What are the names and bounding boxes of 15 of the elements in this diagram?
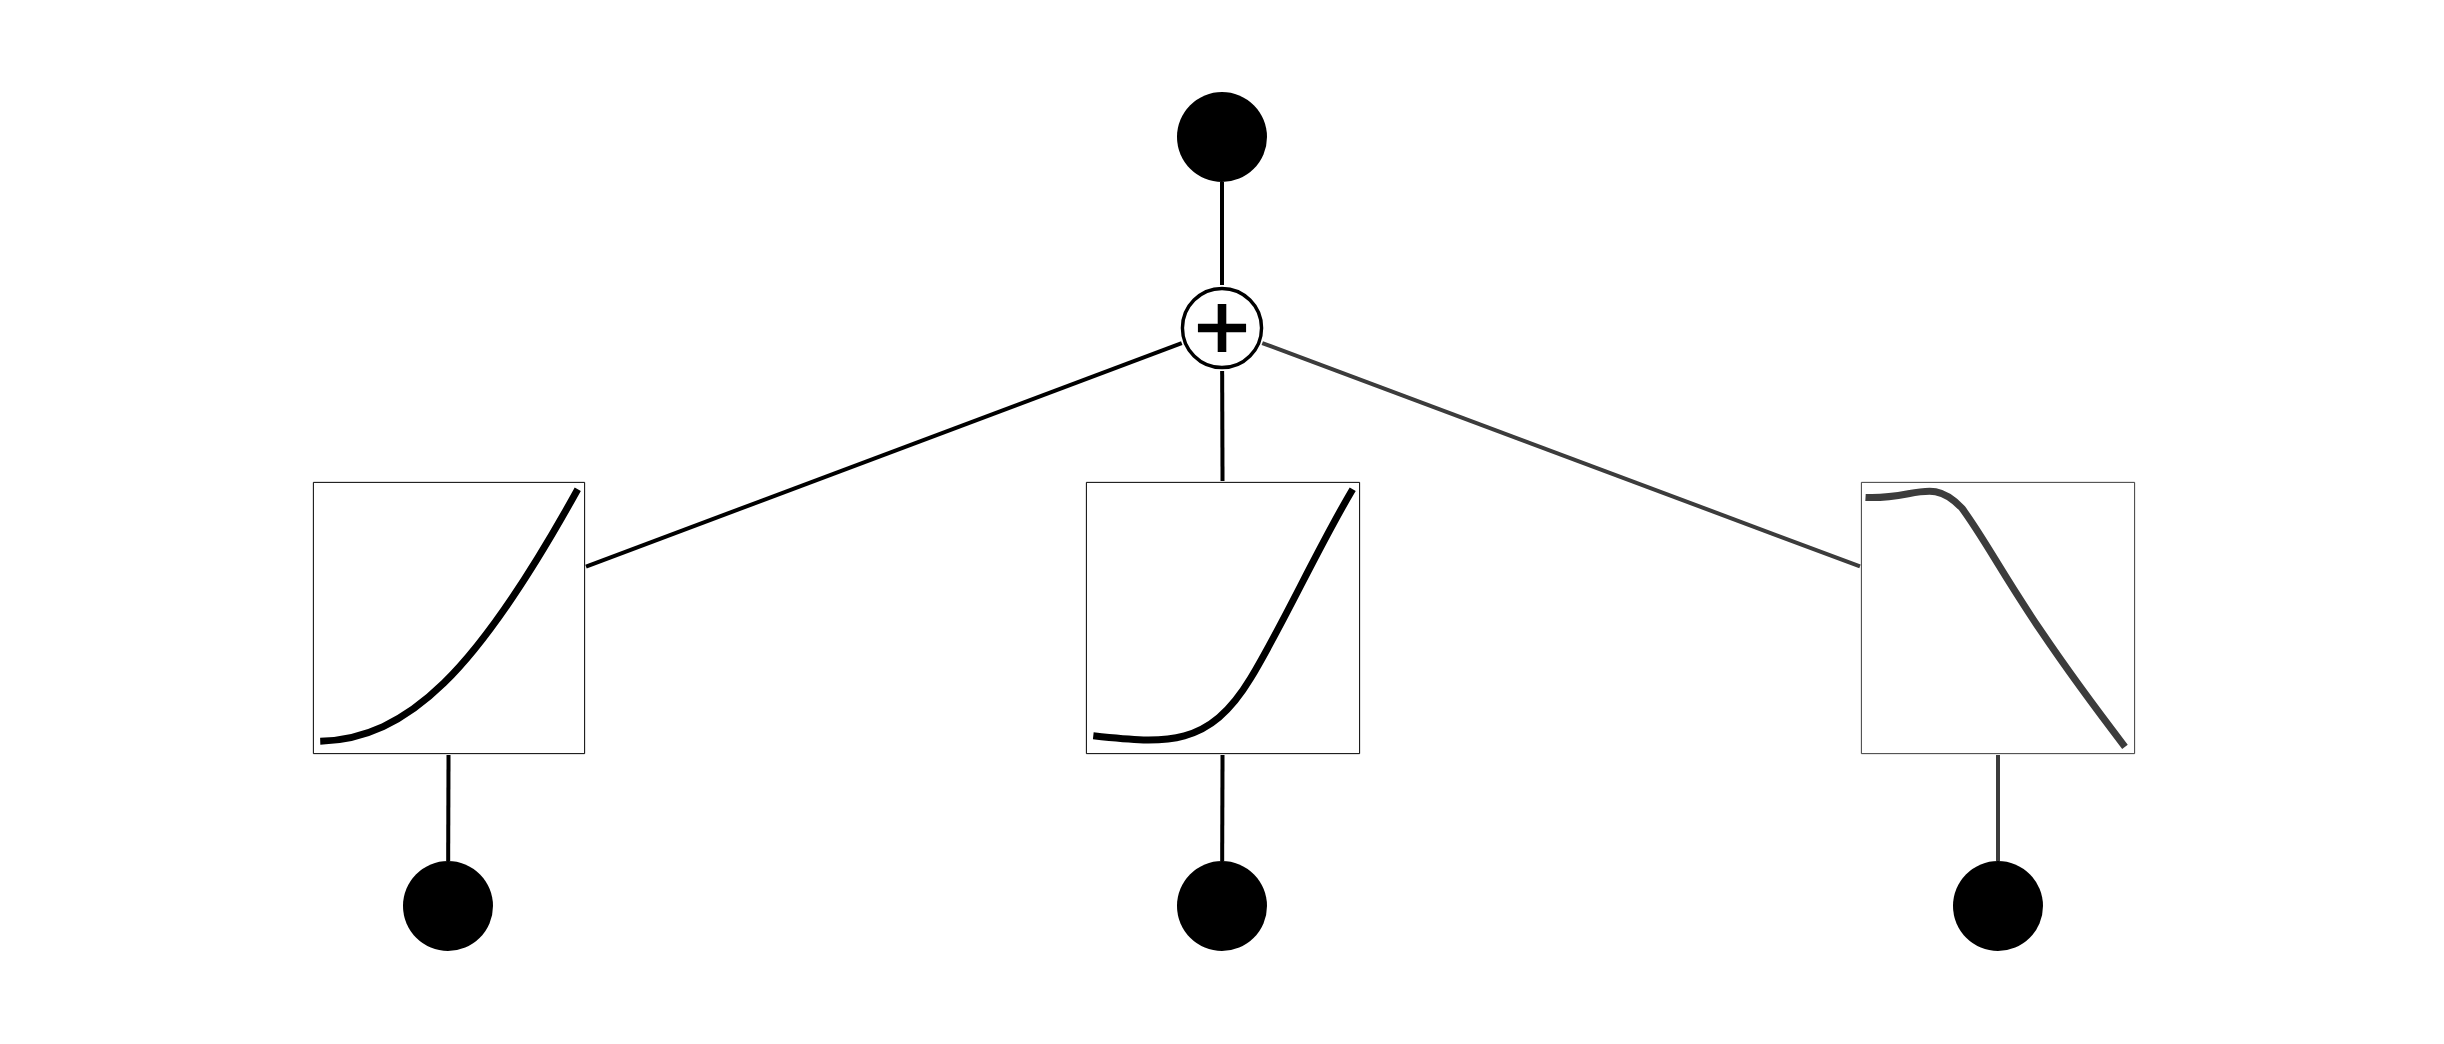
curve-plot-box: [1085, 481, 1361, 755]
circle-node: [403, 861, 493, 951]
connector-line: [1996, 755, 2000, 861]
circle-node: [1177, 861, 1267, 951]
plus-circle-node: [1179, 285, 1265, 371]
connector-line: [1220, 755, 1225, 861]
connector-line: [446, 755, 451, 861]
connector-line: [1220, 182, 1224, 285]
curve-plot-box: [312, 481, 586, 755]
connector-line: [1261, 341, 1861, 569]
circle-node: [1177, 92, 1267, 182]
circle-node: [1953, 861, 2043, 951]
connector-line: [1220, 371, 1225, 481]
curve-plot-box: [1860, 481, 2136, 755]
connector-line: [585, 341, 1183, 569]
